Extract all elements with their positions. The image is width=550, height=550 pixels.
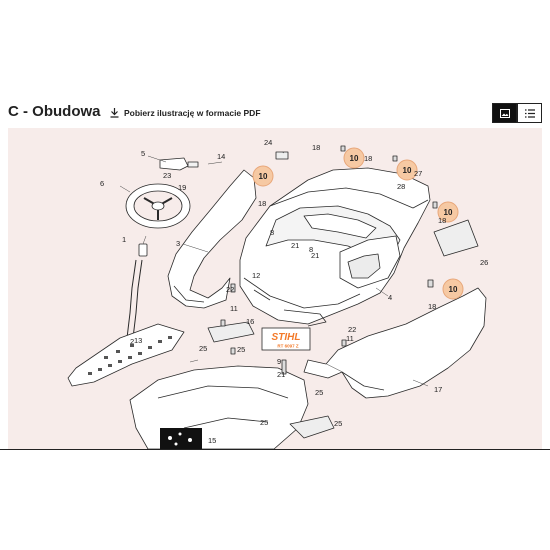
- part-label: 8: [270, 228, 274, 237]
- part-number-10: 10: [444, 208, 453, 217]
- floor-mat: [67, 323, 185, 387]
- highlight-markers: 10 10 10 10 10: [252, 147, 464, 300]
- part-label: 25: [199, 344, 207, 353]
- download-pdf-link[interactable]: Pobierz ilustrację w formacie PDF: [110, 108, 261, 118]
- parts-diagram: STIHL RT 6097 Z 10 10 10 10 10 1 2 3: [8, 128, 542, 449]
- stihl-logo-text: STIHL: [272, 332, 301, 343]
- list-icon: [524, 108, 535, 118]
- part-label: 22: [348, 325, 356, 334]
- part-label: 5: [141, 149, 145, 158]
- part-label: 21: [291, 241, 299, 250]
- part-label: 18: [364, 154, 372, 163]
- part-label: 18: [258, 199, 266, 208]
- part-label: 27: [414, 169, 422, 178]
- part-label: 25: [334, 419, 342, 428]
- highlight-marker[interactable]: [437, 201, 459, 223]
- part-label: 25: [237, 345, 245, 354]
- right-fender: [325, 287, 487, 399]
- part-label: 28: [397, 182, 405, 191]
- image-icon: [499, 108, 510, 118]
- bottom-divider: [0, 449, 550, 450]
- cover-26: [433, 219, 479, 257]
- part-label: 26: [480, 258, 488, 267]
- part-label: 16: [246, 317, 254, 326]
- page-header: C - Obudowa Pobierz ilustrację w formaci…: [0, 96, 550, 136]
- image-view-button[interactable]: [492, 103, 517, 123]
- part-label: 18: [312, 143, 320, 152]
- list-view-button[interactable]: [517, 103, 542, 123]
- part-label: 24: [264, 138, 272, 147]
- part-number-10: 10: [449, 285, 458, 294]
- part-label: 2: [130, 337, 134, 346]
- page-title: C - Obudowa: [8, 103, 101, 120]
- part-label: 9: [277, 357, 281, 366]
- part-label: 13: [134, 336, 142, 345]
- part-label: 18: [428, 302, 436, 311]
- part-number-10: 10: [259, 172, 268, 181]
- hood-housing: [239, 167, 431, 325]
- part-number-10: 10: [403, 166, 412, 175]
- part-label: 8: [309, 245, 313, 254]
- view-toggle: [492, 103, 542, 123]
- part-label: 11: [230, 304, 238, 313]
- part-label: 21: [277, 370, 285, 379]
- highlight-marker[interactable]: [396, 159, 418, 181]
- part-label: 14: [217, 152, 225, 161]
- part-label: 6: [100, 179, 104, 188]
- part-label: 25: [260, 418, 268, 427]
- part-labels: 1 2 3 4 5 6 8 8 9 11 11 12 13 14 15 16 1…: [100, 138, 488, 445]
- part-label: 21: [311, 251, 319, 260]
- part-label: 18: [438, 216, 446, 225]
- part-number-10: 10: [350, 154, 359, 163]
- highlight-marker[interactable]: [252, 165, 274, 187]
- highlight-marker[interactable]: [343, 147, 365, 169]
- stihl-logo-model: RT 6097 Z: [277, 344, 299, 349]
- part-label: 25: [315, 388, 323, 397]
- part-label: 11: [346, 334, 354, 343]
- part-label: 4: [388, 293, 392, 302]
- left-side-panel: [167, 169, 257, 309]
- download-icon: [110, 108, 119, 118]
- highlight-marker[interactable]: [442, 278, 464, 300]
- lever-part: [159, 157, 189, 171]
- part-label: 12: [252, 271, 260, 280]
- download-pdf-label: Pobierz ilustrację w formacie PDF: [124, 108, 261, 118]
- parts-diagram-svg: STIHL RT 6097 Z 10 10 10 10 10 1 2 3: [67, 138, 488, 449]
- part-label: 1: [122, 235, 126, 244]
- part-label: 3: [176, 239, 180, 248]
- part-label: 19: [178, 183, 186, 192]
- stihl-logo-decal: STIHL RT 6097 Z: [261, 327, 311, 351]
- part-label: 22: [226, 285, 234, 294]
- part-label: 15: [208, 436, 216, 445]
- part-label: 23: [163, 171, 171, 180]
- part-label: 17: [434, 385, 442, 394]
